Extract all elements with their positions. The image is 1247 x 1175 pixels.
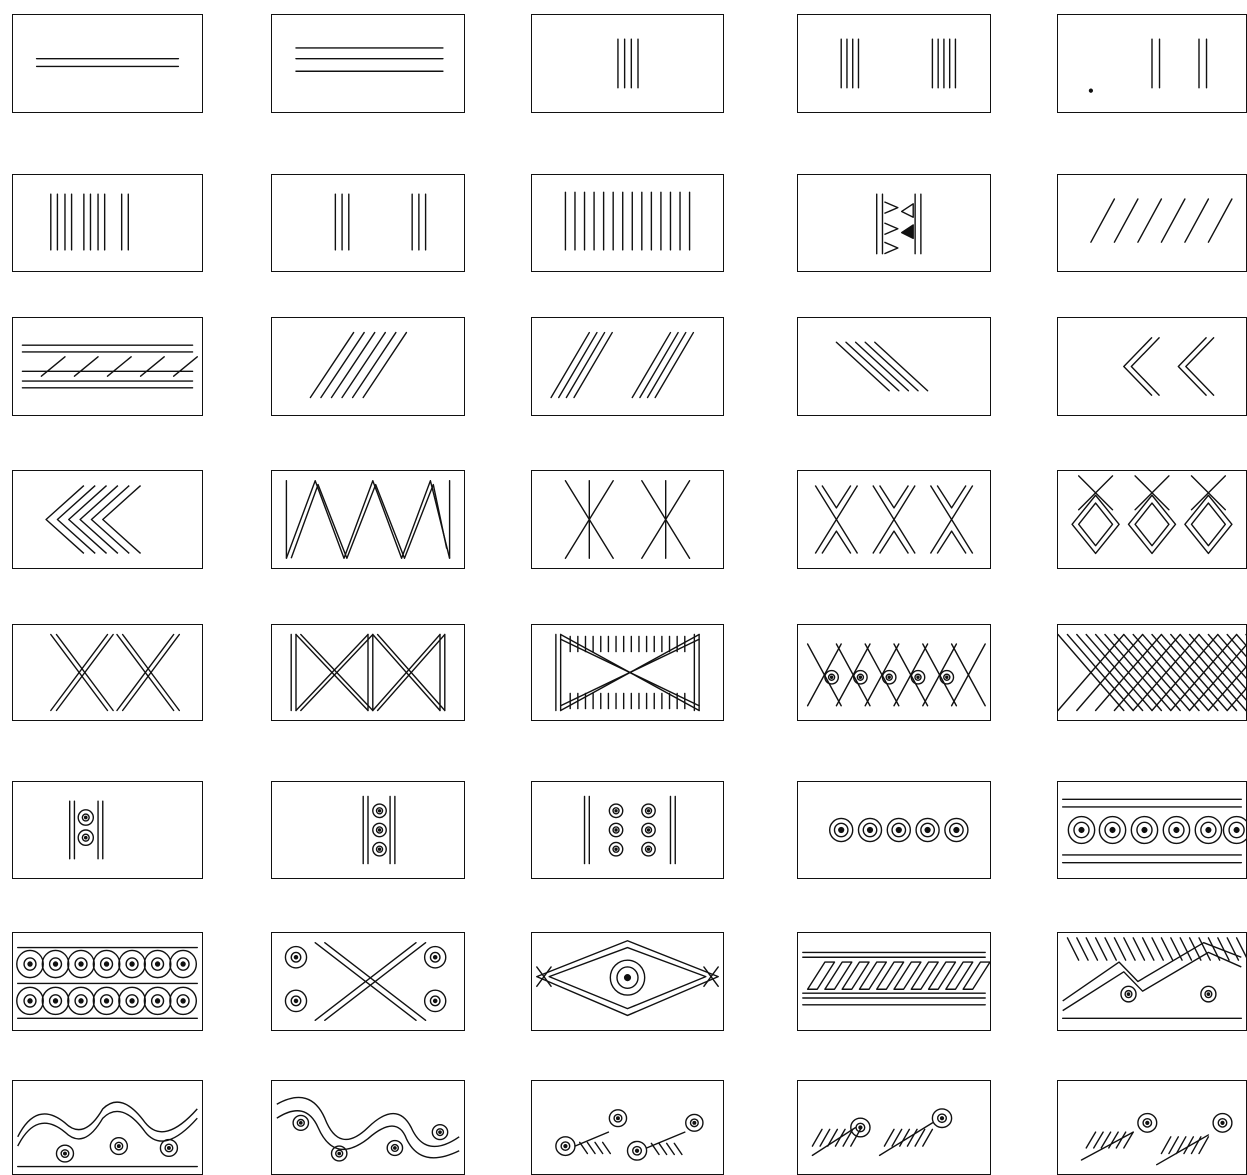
motif-tile-two-ring-dots-between-lines [12, 781, 203, 879]
motif-tile-two-chevrons [1057, 317, 1247, 416]
motif-tile-three-ring-dots-between-lines [271, 781, 465, 879]
two-groups-of-vertical-strokes-drawing [798, 15, 990, 112]
motif-tile-two-pairs-of-vertical-strokes [1057, 14, 1247, 113]
eye-diamond-motif-drawing [532, 933, 723, 1030]
motif-tile-comb-and-circle-motif [797, 1080, 991, 1175]
framed-double-crosses-drawing [272, 625, 464, 720]
three-ring-dots-between-lines-drawing [272, 782, 464, 878]
two-asterisk-crosses-drawing [532, 471, 723, 568]
motif-tile-two-triple-vertical-groups [271, 174, 465, 272]
parallel-diagonal-strokes-drawing [272, 318, 464, 415]
motif-tile-cross-with-corner-circles [271, 932, 465, 1031]
double-horizontal-lines-drawing [13, 15, 202, 112]
motif-tile-descending-diagonals [797, 317, 991, 416]
motif-tile-two-groups-of-diagonals [531, 317, 724, 416]
motif-tile-two-double-crosses [12, 624, 203, 721]
motif-tile-band-with-diagonal-hatching [12, 317, 203, 416]
four-vertical-strokes-drawing [532, 15, 723, 112]
motif-tile-row-of-concentric-circles [797, 781, 991, 879]
comb-and-circle-motif-drawing [798, 1081, 990, 1174]
descending-diagonals-drawing [798, 318, 990, 415]
two-columns-of-ring-dots-drawing [532, 782, 723, 878]
three-bowtie-crosses-drawing [798, 471, 990, 568]
motif-tile-dense-vertical-strokes [531, 174, 724, 272]
motif-tile-four-vertical-strokes [531, 14, 724, 113]
motif-tile-circle-and-comb-motif [531, 1080, 724, 1175]
row-of-concentric-circles-drawing [798, 782, 990, 878]
two-pairs-of-vertical-strokes-drawing [1058, 15, 1246, 112]
motif-tile-two-asterisk-crosses [531, 470, 724, 569]
motif-tile-eye-diamond-motif [531, 932, 724, 1031]
vertical-band-with-triangles-drawing [798, 175, 990, 271]
two-chevrons-drawing [1058, 318, 1246, 415]
motif-tile-diagonal-strokes [1057, 174, 1247, 272]
cross-with-corner-circles-drawing [272, 933, 464, 1030]
two-ring-dots-between-lines-drawing [13, 782, 202, 878]
motif-tile-interlaced-scroll-with-eyes [271, 1080, 465, 1175]
motif-tile-two-groups-of-vertical-strokes [797, 14, 991, 113]
motif-tile-dense-crosshatch [1057, 624, 1247, 721]
diagonal-strokes-drawing [1058, 175, 1246, 271]
circle-and-comb-motif-drawing [532, 1081, 723, 1174]
lattice-crosses-drawing [1058, 471, 1246, 568]
motif-tile-three-bowtie-crosses [797, 470, 991, 569]
motif-tile-zigzag [271, 470, 465, 569]
dense-vertical-strokes-drawing [532, 175, 723, 271]
motif-tile-stepped-hatching-with-circles [1057, 932, 1247, 1031]
motif-tile-triple-horizontal-lines [271, 14, 465, 113]
banded-concentric-circles-drawing [1058, 782, 1246, 878]
hatched-braid-band-drawing [798, 933, 990, 1030]
triple-horizontal-lines-drawing [272, 15, 464, 112]
zigzag-drawing [272, 471, 464, 568]
motif-tile-framed-double-crosses [271, 624, 465, 721]
band-with-diagonal-hatching-drawing [13, 318, 202, 415]
double-row-of-ring-dots-drawing [13, 933, 202, 1030]
two-triple-vertical-groups-drawing [272, 175, 464, 271]
motif-tile-double-row-of-ring-dots [12, 932, 203, 1031]
motif-tile-crosses-with-ring-dots [797, 624, 991, 721]
two-double-crosses-drawing [13, 625, 202, 720]
motif-tile-nested-chevrons [12, 470, 203, 569]
motif-tile-vertical-band-with-triangles [797, 174, 991, 272]
motif-tile-comb-with-circles [1057, 1080, 1247, 1175]
hatched-framed-cross-drawing [532, 625, 723, 720]
motif-tile-wave-scroll-with-eyes [12, 1080, 203, 1175]
wave-scroll-with-eyes-drawing [13, 1081, 202, 1174]
motif-tile-banded-concentric-circles [1057, 781, 1247, 879]
comb-with-circles-drawing [1058, 1081, 1246, 1174]
two-groups-of-diagonals-drawing [532, 318, 723, 415]
motif-tile-double-horizontal-lines [12, 14, 203, 113]
motif-tile-parallel-diagonal-strokes [271, 317, 465, 416]
nested-chevrons-drawing [13, 471, 202, 568]
motif-tile-hatched-framed-cross [531, 624, 724, 721]
paired-vertical-strokes-drawing [13, 175, 202, 271]
dense-crosshatch-drawing [1058, 625, 1246, 720]
interlaced-scroll-with-eyes-drawing [272, 1081, 464, 1174]
crosses-with-ring-dots-drawing [798, 625, 990, 720]
motif-tile-hatched-braid-band [797, 932, 991, 1031]
stepped-hatching-with-circles-drawing [1058, 933, 1246, 1030]
motif-tile-lattice-crosses [1057, 470, 1247, 569]
motif-tile-two-columns-of-ring-dots [531, 781, 724, 879]
motif-tile-paired-vertical-strokes [12, 174, 203, 272]
